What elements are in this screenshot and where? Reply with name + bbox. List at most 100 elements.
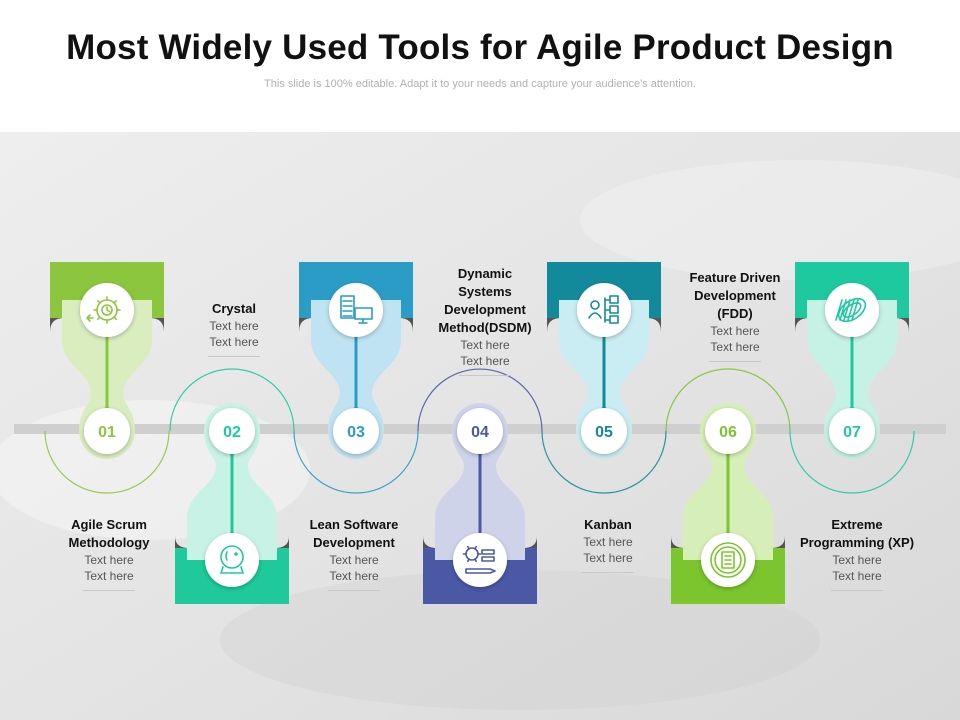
gear-pen-icon-part [466,558,470,563]
step-text: Text here [84,553,134,567]
org-chart-icon-part [588,312,602,319]
rope-icon-part [847,299,855,321]
number-node [333,408,379,454]
gear-pen-icon-part [474,558,478,563]
org-chart-icon-part [609,295,619,304]
step-03: 03 [299,262,413,459]
divider [328,590,380,591]
step-label-03: Lean Software Development Text here Text… [289,516,419,591]
step-text: Text here [209,319,259,333]
step-text: Text here [710,340,760,354]
number-node [457,408,503,454]
step-number: 06 [719,424,737,441]
fold-tab [299,318,313,332]
server-monitor-icon [340,295,373,324]
document-rings-icon [710,542,746,578]
step-number: 07 [843,424,861,441]
icon-circle [205,533,259,587]
step-text: Text here [583,535,633,549]
gear-clock-icon-part [113,300,117,304]
gear-pen-icon-part [481,556,495,562]
step-title: Crystal [211,301,257,316]
step-number: 04 [471,424,489,441]
divider [709,361,761,362]
step-title: Feature Driven Development (FDD) [689,270,781,321]
connector-arc [665,368,791,432]
rope-icon-part [842,302,862,318]
fold-tab [275,536,289,548]
step-number: 03 [347,424,365,441]
step-title: Agile Scrum Methodology [68,517,150,550]
gear-clock-icon-part [106,306,111,313]
step-text: Text here [329,553,379,567]
step-06: 06 [671,403,785,604]
page-title: Most Widely Used Tools for Agile Product… [66,28,894,67]
step-text: Text here [832,569,882,583]
icon-circle [825,283,879,337]
rope-icon-part [835,299,843,321]
rope-icon [835,297,867,323]
gear-pen-icon-part [466,545,470,550]
step-title: Extreme Programming (XP) [799,517,915,550]
step-text: Text here [460,354,510,368]
icon-circle [329,283,383,337]
fold-tab [150,318,164,332]
step-number: 05 [595,424,613,441]
connector-arc [789,430,915,494]
document-rings-icon-part [714,546,742,574]
step-label-07: Extreme Programming (XP) Text here Text … [792,516,922,591]
org-chart-icon-part [609,315,619,324]
document-rings-icon-part [721,551,735,569]
gear-clock-icon-part [97,316,101,320]
number-node [581,408,627,454]
step-label-06: Feature Driven Development (FDD) Text he… [670,269,800,362]
document-rings-icon-part [710,542,746,578]
step-text: Text here [209,335,259,349]
number-node [705,408,751,454]
step-text: Text here [832,553,882,567]
connector-arc [541,430,667,494]
crystal-ball-icon-part [220,566,244,574]
fold-tab [895,318,909,332]
rope-icon-part [839,299,847,321]
divider [582,572,634,573]
divider [459,375,511,376]
step-01: 01 [50,262,164,459]
step-text: Text here [583,551,633,565]
background-blur [580,160,960,280]
divider [83,590,135,591]
gear-clock-icon-part [113,316,117,320]
step-05: 05 [547,262,661,459]
step-label-01: Agile Scrum Methodology Text here Text h… [44,516,174,591]
fold-tab [523,536,537,548]
gear-pen-icon-part [465,568,496,574]
gear-pen-icon-part [481,549,495,555]
number-node [209,408,255,454]
gear-clock-icon-part [101,304,113,316]
fold-tab [795,318,809,332]
org-chart-icon-part [609,305,619,314]
fold-tab [423,536,437,548]
rope-icon-part [851,299,859,321]
step-02: 02 [175,403,289,604]
gear-clock-icon-part [97,300,101,304]
step-label-02: Crystal Text here Text here [169,300,299,357]
server-monitor-icon-part [340,295,355,319]
crystal-ball-icon-part [225,551,228,561]
connector-arc [44,430,170,494]
gear-clock-icon [86,296,121,324]
step-title: Lean Software Development [309,517,399,550]
gear-pen-icon-part [474,545,478,550]
fold-tab [50,318,64,332]
step-text: Text here [84,569,134,583]
step-04: 04 [423,403,537,604]
step-text: Text here [329,569,379,583]
number-node [84,408,130,454]
step-number: 01 [98,424,116,441]
icon-circle [453,533,507,587]
background-blur [220,570,820,710]
fold-tab [671,536,685,548]
fold-tab [647,318,661,332]
step-label-05: Kanban Text here Text here [543,516,673,573]
